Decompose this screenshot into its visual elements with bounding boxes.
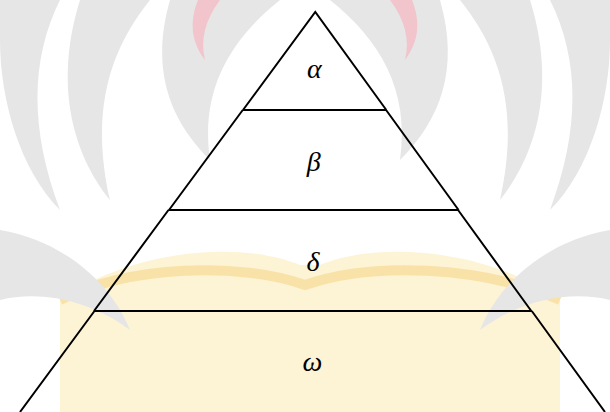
band-label: ω — [303, 346, 323, 377]
swirl-watermark — [0, 0, 610, 330]
pyramid-band: δ — [94, 210, 531, 311]
pyramid-band: ω — [20, 311, 605, 412]
pyramid-band: α — [243, 12, 386, 110]
band-label: δ — [307, 246, 320, 277]
band-label: β — [307, 146, 321, 177]
swirl-accent — [193, 0, 418, 60]
pyramid-band: β — [169, 110, 459, 210]
band-label: α — [307, 53, 322, 84]
